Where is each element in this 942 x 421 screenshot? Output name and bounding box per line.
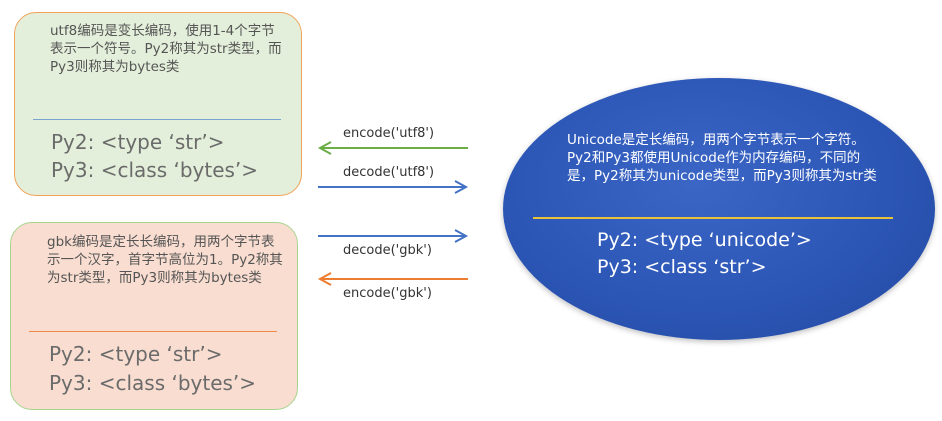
gbk-box: gbk编码是定长长编码，用两个字节表示一个汉字，首字节高位为1。Py2称其为st… — [10, 222, 298, 410]
unicode-description: Unicode是定长编码，用两个字节表示一个字符。Py2和Py3都使用Unico… — [567, 132, 877, 184]
encode-gbk-label: encode('gbk') — [343, 286, 432, 301]
encode-utf8-label: encode('utf8') — [343, 126, 435, 141]
gbk-py3-type: Py3: <class ‘bytes’> — [49, 371, 257, 395]
gbk-description: gbk编码是定长长编码，用两个字节表示一个汉字，首字节高位为1。Py2称其为st… — [47, 234, 283, 286]
encode-utf8-arrow — [317, 141, 468, 155]
utf8-divider — [33, 119, 281, 120]
unicode-py3-type: Py3: <class ‘str’> — [597, 256, 767, 278]
utf8-py3-type: Py3: <class ‘bytes’> — [51, 158, 259, 182]
utf8-box: utf8编码是变长编码，使用1-4个字节表示一个符号。Py2称其为str类型，而… — [14, 12, 302, 196]
encode-gbk-arrow — [317, 272, 468, 286]
unicode-py2-type: Py2: <type ‘unicode’> — [597, 229, 812, 251]
decode-gbk-label: decode('gbk') — [343, 243, 432, 258]
unicode-divider — [533, 217, 893, 219]
decode-utf8-arrow — [318, 180, 469, 194]
gbk-divider — [29, 331, 277, 332]
utf8-description: utf8编码是变长编码，使用1-4个字节表示一个符号。Py2称其为str类型，而… — [50, 23, 282, 75]
decode-gbk-arrow — [318, 229, 469, 243]
utf8-py2-type: Py2: <type ‘str’> — [51, 130, 225, 154]
gbk-py2-type: Py2: <type ‘str’> — [49, 342, 223, 366]
decode-utf8-label: decode('utf8') — [343, 165, 435, 180]
unicode-ellipse: Unicode是定长编码，用两个字节表示一个字符。Py2和Py3都使用Unico… — [503, 78, 935, 340]
